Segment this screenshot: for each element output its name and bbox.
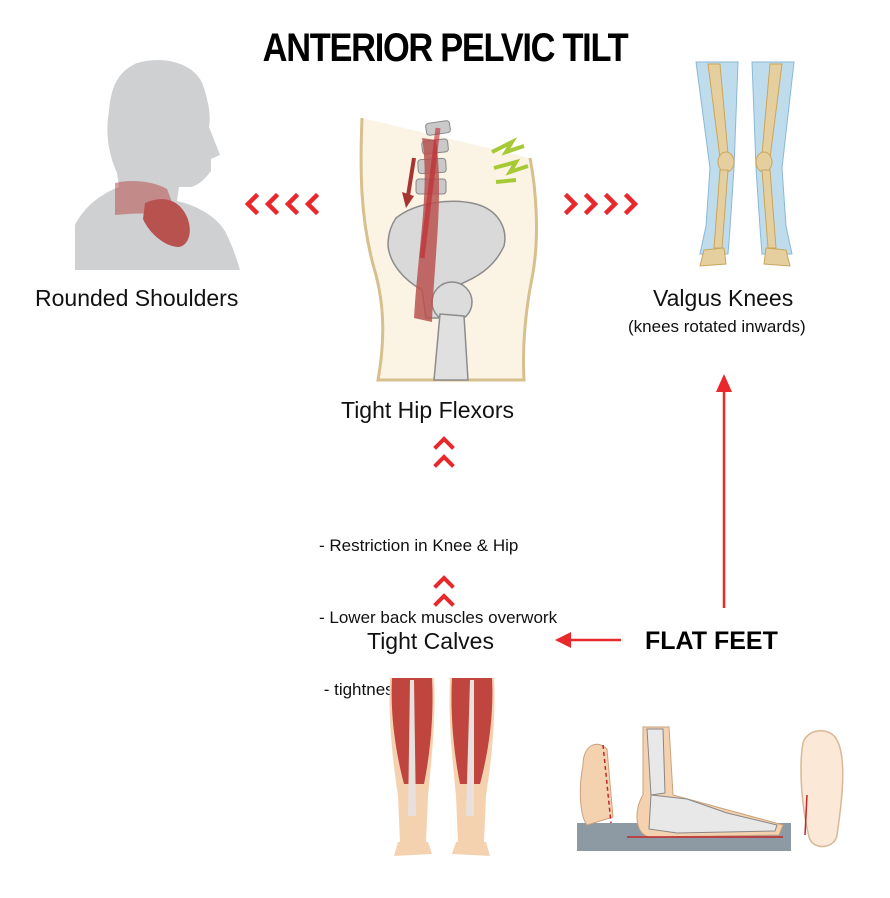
valgus-knees-label: Valgus Knees (653, 285, 793, 312)
person-silhouette-icon (75, 55, 240, 270)
tight-hip-flexors-label: Tight Hip Flexors (341, 397, 514, 424)
pelvis-spine-icon (356, 118, 546, 380)
up-arrow-icon (714, 372, 734, 610)
flat-foot-icon (577, 725, 855, 855)
up-chevrons-lower-icon (432, 573, 456, 609)
tight-calves-label: Tight Calves (367, 628, 494, 655)
flat-feet-label: FLAT FEET (645, 627, 778, 656)
valgus-legs-icon (688, 58, 803, 276)
valgus-knees-sublabel: (knees rotated inwards) (628, 317, 806, 337)
left-chevrons-icon (243, 193, 328, 215)
note-item: - Restriction in Knee & Hip (319, 534, 557, 558)
up-chevrons-upper-icon (432, 434, 456, 470)
left-arrow-icon (553, 630, 623, 650)
note-item: - Lower back muscles overwork (319, 606, 557, 630)
right-chevrons-icon (562, 193, 647, 215)
rounded-shoulders-label: Rounded Shoulders (35, 285, 238, 312)
calf-muscles-icon (386, 676, 498, 860)
